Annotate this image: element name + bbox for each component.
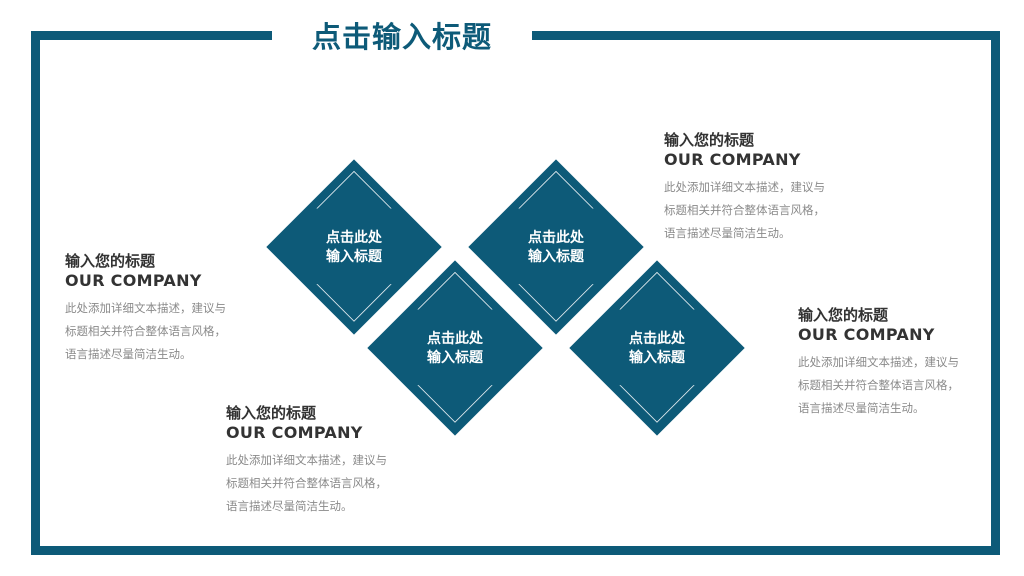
diamond-label-line1: 点击此处	[427, 331, 483, 347]
diamond-label-line1: 点击此处	[326, 230, 382, 246]
desc-line: 标题相关并符合整体语言风格，	[664, 203, 825, 217]
block-description: 此处添加详细文本描述，建议与 标题相关并符合整体语言风格， 语言描述尽量简洁生动…	[226, 449, 387, 518]
block-heading: 输入您的标题	[664, 131, 755, 149]
block-description: 此处添加详细文本描述，建议与 标题相关并符合整体语言风格， 语言描述尽量简洁生动…	[664, 176, 825, 245]
diamond-label-3: 点击此处 输入标题	[395, 330, 515, 368]
diamond-label-line1: 点击此处	[528, 230, 584, 246]
diamond-label-line1: 点击此处	[629, 331, 685, 347]
block-heading: 输入您的标题	[226, 404, 317, 422]
block-heading: 输入您的标题	[65, 252, 156, 270]
block-company: OUR COMPANY	[664, 150, 801, 169]
title-gap	[272, 26, 532, 46]
block-company: OUR COMPANY	[65, 271, 202, 290]
text-block-3[interactable]: 输入您的标题 OUR COMPANY 此处添加详细文本描述，建议与 标题相关并符…	[664, 130, 825, 245]
text-block-1[interactable]: 输入您的标题 OUR COMPANY 此处添加详细文本描述，建议与 标题相关并符…	[65, 251, 226, 366]
text-block-4[interactable]: 输入您的标题 OUR COMPANY 此处添加详细文本描述，建议与 标题相关并符…	[798, 305, 959, 420]
desc-line: 标题相关并符合整体语言风格，	[226, 476, 387, 490]
block-heading: 输入您的标题	[798, 306, 889, 324]
desc-line: 语言描述尽量简洁生动。	[226, 499, 353, 513]
slide-title[interactable]: 点击输入标题	[311, 20, 492, 54]
desc-line: 此处添加详细文本描述，建议与	[226, 453, 387, 467]
desc-line: 标题相关并符合整体语言风格，	[798, 378, 959, 392]
desc-line: 此处添加详细文本描述，建议与	[65, 301, 226, 315]
diamond-label-line2: 输入标题	[427, 350, 483, 366]
block-description: 此处添加详细文本描述，建议与 标题相关并符合整体语言风格， 语言描述尽量简洁生动…	[65, 297, 226, 366]
desc-line: 此处添加详细文本描述，建议与	[798, 355, 959, 369]
desc-line: 标题相关并符合整体语言风格，	[65, 324, 226, 338]
desc-line: 语言描述尽量简洁生动。	[65, 347, 192, 361]
desc-line: 语言描述尽量简洁生动。	[664, 226, 791, 240]
diamond-label-2: 点击此处 输入标题	[496, 229, 616, 267]
text-block-2[interactable]: 输入您的标题 OUR COMPANY 此处添加详细文本描述，建议与 标题相关并符…	[226, 403, 387, 518]
block-description: 此处添加详细文本描述，建议与 标题相关并符合整体语言风格， 语言描述尽量简洁生动…	[798, 351, 959, 420]
block-company: OUR COMPANY	[226, 423, 363, 442]
diamond-label-line2: 输入标题	[326, 249, 382, 265]
desc-line: 此处添加详细文本描述，建议与	[664, 180, 825, 194]
desc-line: 语言描述尽量简洁生动。	[798, 401, 925, 415]
diamond-label-line2: 输入标题	[629, 350, 685, 366]
diamond-label-line2: 输入标题	[528, 249, 584, 265]
diamond-label-1: 点击此处 输入标题	[294, 229, 414, 267]
block-company: OUR COMPANY	[798, 325, 935, 344]
diamond-label-4: 点击此处 输入标题	[597, 330, 717, 368]
